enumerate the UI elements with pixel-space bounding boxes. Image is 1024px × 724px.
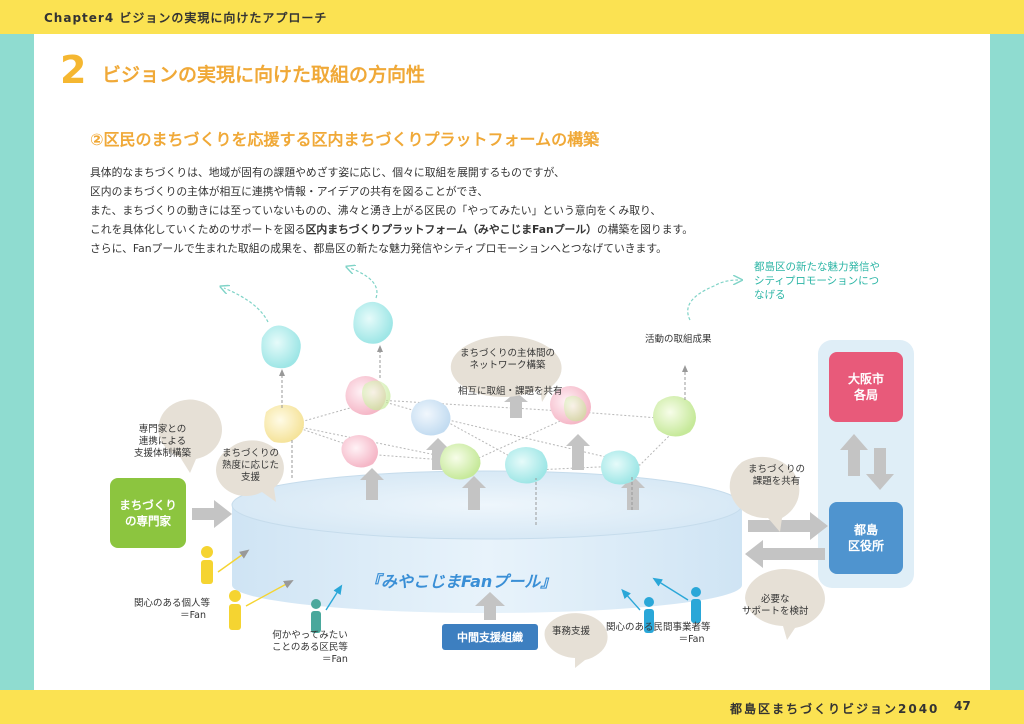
expert-link-line: 連携による	[138, 436, 187, 447]
activity-results-label: 活動の取組成果	[645, 334, 712, 345]
support-by-level-label: まちづくりの 熟度に応じた 支援	[222, 448, 279, 484]
pool-cylinder-top	[231, 470, 743, 540]
body-line-part: の構築を図ります。	[596, 223, 694, 236]
office-support-label: 事務支援	[552, 626, 591, 637]
person-icon-blue-1	[644, 597, 654, 633]
person-icon-yellow-1	[201, 546, 213, 584]
expert-box-line: の専門家	[125, 514, 171, 528]
network-label-line: まちづくりの主体間の	[460, 348, 556, 359]
network-label: まちづくりの主体間の ネットワーク構築	[460, 348, 555, 372]
ward-office-box: 都島 区役所	[829, 502, 903, 574]
promo-arrow	[350, 268, 378, 299]
speech-bubble-network	[450, 335, 562, 402]
residents-label: 何かやってみたい ことのある区民等 ＝Fan	[272, 630, 348, 666]
promotion-note-line: なげる	[754, 289, 786, 301]
individuals-line: ＝Fan	[180, 610, 207, 621]
residents-line: ＝Fan	[321, 654, 348, 665]
person-arrow	[621, 588, 641, 611]
footer-band	[0, 690, 1024, 724]
expert-link-line: 専門家との	[138, 424, 187, 435]
businesses-line: ＝Fan	[678, 634, 705, 645]
promo-arrow	[687, 280, 738, 321]
expert-to-pool-arrow	[192, 500, 232, 528]
businesses-line: 関心のある民間事業者等	[606, 622, 711, 633]
osaka-box-line: 各局	[853, 388, 878, 402]
expert-link-label: 専門家との 連携による 支援体制構築	[134, 424, 191, 460]
osaka-to-ward-arrow	[866, 448, 894, 490]
speech-bubble-needed-support	[745, 568, 825, 640]
network-label-line: ネットワーク構築	[469, 360, 546, 371]
share-issues-line: まちづくりの	[748, 464, 806, 475]
share-issues-line: 課題を共有	[752, 476, 801, 487]
page-number: 47	[954, 699, 971, 713]
footer-document-title: 都島区まちづくりビジョン2040	[730, 702, 940, 716]
speech-bubble-expert-link	[158, 399, 222, 473]
residents-line: 何かやってみたい	[272, 630, 348, 641]
mid-org-to-pool-arrow	[475, 592, 505, 620]
left-side-band	[0, 34, 34, 690]
subsection-title: ②区民のまちづくりを応援する区内まちづくりプラットフォームの構築	[90, 130, 600, 149]
body-line: これを具体化していくためのサポートを図る区内まちづくりプラットフォーム（みやこじ…	[90, 220, 850, 239]
person-icon-yellow-2	[229, 590, 241, 630]
person-arrow	[325, 584, 343, 611]
upward-arrows	[360, 392, 645, 510]
intermediate-support-org-box: 中間支援組織	[442, 624, 538, 650]
body-line: さらに、Fanプールで生まれた取組の成果を、都島区の新たな魅力発信やシティプロモ…	[90, 242, 667, 255]
ward-to-osaka-arrow	[840, 434, 868, 476]
right-side-band	[990, 34, 1024, 690]
needed-support-line: サポートを検討	[742, 606, 809, 617]
ward-box-line: 都島	[853, 523, 878, 537]
body-line: 具体的なまちづくりは、地域が固有の課題やめざす姿に応じ、個々に取組を展開するもの…	[90, 166, 565, 179]
body-line-emphasis: 区内まちづくりプラットフォーム（みやこじまFanプール）	[305, 223, 597, 236]
ward-box-line: 区役所	[847, 539, 884, 553]
businesses-label: 関心のある民間事業者等 ＝Fan	[606, 622, 711, 646]
body-paragraph: 具体的なまちづくりは、地域が固有の課題やめざす姿に応じ、個々に取組を展開するもの…	[90, 163, 850, 258]
person-icon-teal	[311, 599, 321, 633]
speech-bubble-support-level	[216, 440, 284, 502]
pool-to-ward-arrow	[748, 512, 828, 540]
expert-link-line: 支援体制構築	[134, 448, 192, 459]
interested-individuals-label: 関心のある個人等 ＝Fan	[134, 598, 210, 622]
share-issues-label: まちづくりの 課題を共有	[748, 464, 805, 488]
body-line: 区内のまちづくりの主体が相互に連携や情報・アイデアの共有を図ることができ、	[90, 185, 489, 198]
header-band	[0, 0, 1024, 34]
speech-bubble-share-issues	[729, 456, 800, 532]
expert-box: まちづくり の専門家	[110, 478, 186, 548]
pool-name: 『みやこじまFanプール』	[365, 572, 557, 591]
needed-support-line: 必要な	[761, 594, 790, 605]
osaka-city-bureaus-box: 大阪市 各局	[829, 352, 903, 422]
body-line: また、まちづくりの動きには至っていないものの、沸々と湧き上がる区民の「やってみた…	[90, 204, 662, 217]
person-icon-blue-2	[691, 587, 701, 623]
support-by-level-line: まちづくりの	[222, 448, 280, 459]
individuals-line: 関心のある個人等	[134, 598, 211, 609]
person-arrow	[245, 579, 294, 607]
person-arrow	[217, 549, 250, 573]
person-arrow	[652, 577, 689, 601]
residents-line: ことのある区民等	[272, 642, 348, 653]
promotion-note-line: シティプロモーションにつ	[754, 275, 880, 287]
ward-to-pool-arrow	[745, 540, 825, 568]
chapter-title: Chapter4 ビジョンの実現に向けたアプローチ	[44, 11, 328, 25]
promotion-note-line: 都島区の新たな魅力発信や	[754, 261, 880, 273]
osaka-box-line: 大阪市	[847, 372, 884, 386]
promo-arrow	[224, 288, 269, 323]
mutual-share-label: 相互に取組・課題を共有	[458, 386, 563, 397]
speech-bubble-office-support	[544, 613, 608, 668]
expert-box-line: まちづくり	[119, 498, 177, 512]
body-line-part: これを具体化していくためのサポートを図る	[90, 223, 306, 236]
needed-support-label: 必要な サポートを検討	[742, 594, 809, 618]
support-by-level-line: 熟度に応じた	[222, 460, 280, 471]
support-by-level-line: 支援	[241, 472, 261, 483]
idea-bubbles	[261, 301, 696, 485]
section-number: 2	[60, 48, 87, 92]
section-title: ビジョンの実現に向けた取組の方向性	[102, 64, 426, 86]
promotion-note: 都島区の新たな魅力発信や シティプロモーションにつ なげる	[754, 260, 880, 302]
